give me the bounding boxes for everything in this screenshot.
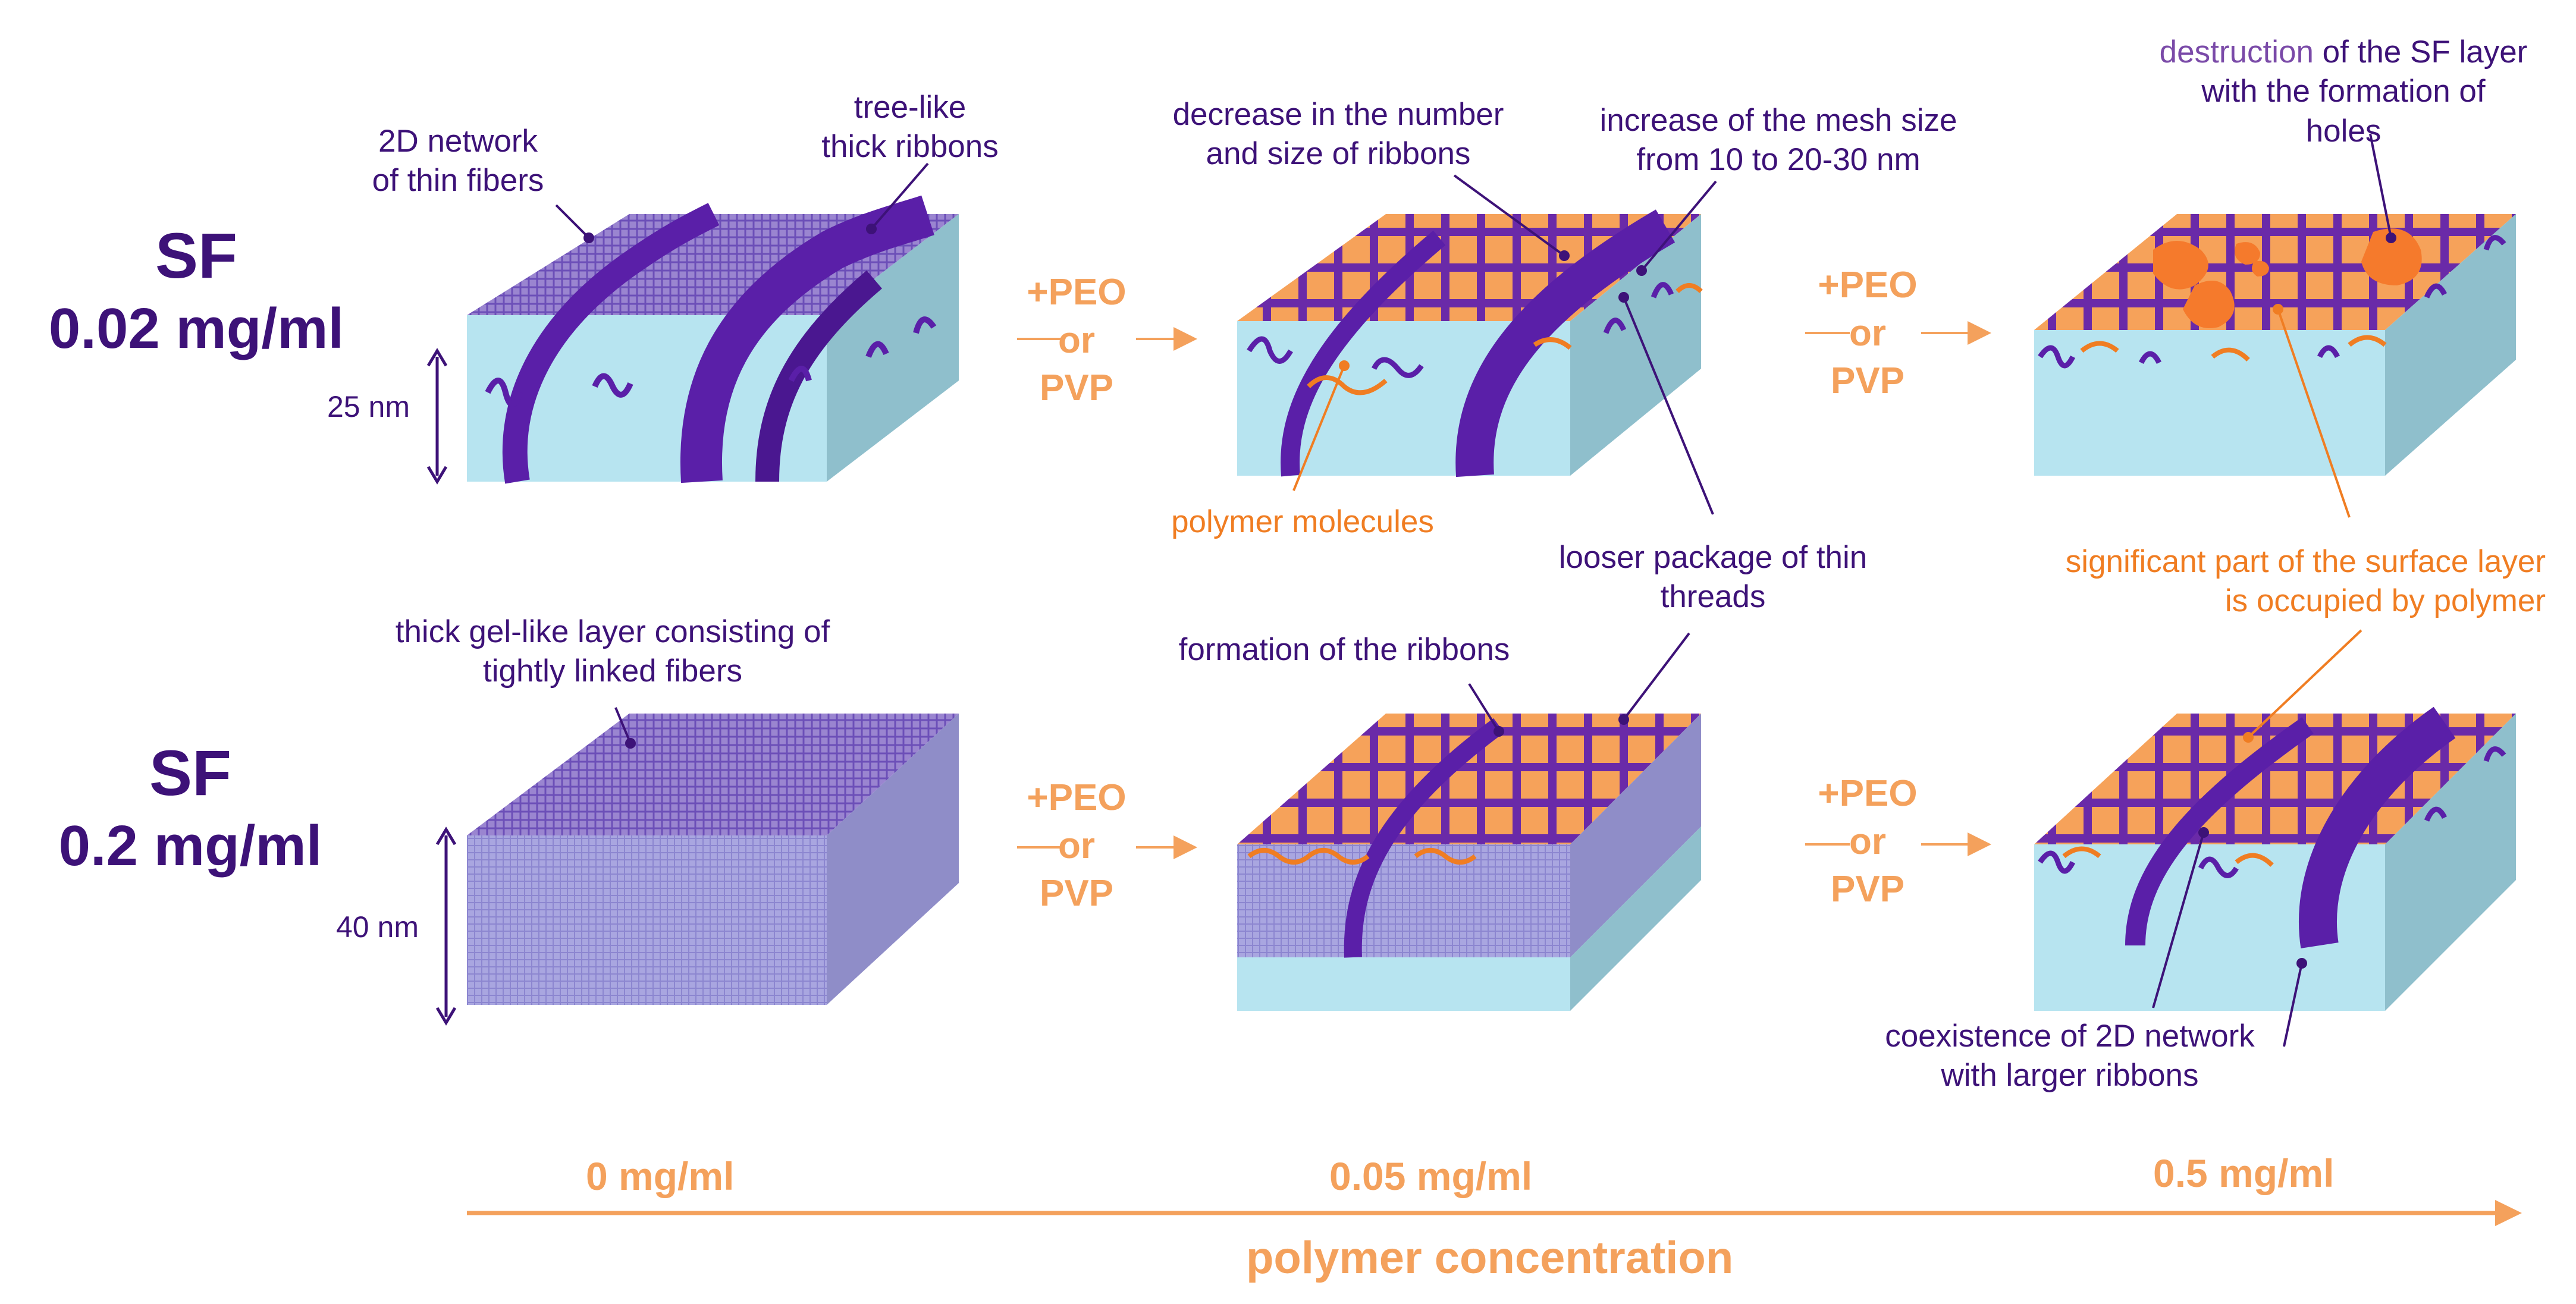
annotation-line: of thin fibers: [372, 163, 544, 199]
additive-line3: PVP: [1039, 367, 1114, 409]
destruction-word: destruction: [2159, 34, 2314, 70]
thickness-arrow-r1: [426, 348, 448, 485]
annotation-line: increase of the mesh size: [1599, 103, 1957, 138]
leader-lines: [555, 133, 2396, 1047]
annotation-gel-layer: thick gel-like layer consisting of tight…: [357, 612, 868, 692]
annotation-line: is occupied by polymer: [2224, 583, 2546, 619]
annotation-line: and size of ribbons: [1206, 136, 1471, 172]
annotation-mesh-size: increase of the mesh size from 10 to 20-…: [1570, 101, 1987, 180]
additive-label-r1-b: +PEO or PVP: [1814, 262, 1921, 406]
additive-line2: or: [1058, 319, 1095, 361]
destruction-tail: of the SF layer: [2313, 34, 2528, 70]
annotation-line: tree-like: [854, 90, 967, 125]
annotation-line: threads: [1660, 579, 1766, 615]
row-label-sf-0.02: SF 0.02 mg/ml: [12, 217, 381, 363]
annotation-polymer-molecules: polymer molecules: [1118, 502, 1487, 542]
thickness-label-25nm: 25 nm: [327, 390, 410, 423]
flow-arrows: [1017, 321, 1991, 859]
annotation-line: tightly linked fibers: [483, 653, 742, 689]
additive-label-r2-b: +PEO or PVP: [1814, 770, 1921, 914]
additive-line2: or: [1849, 821, 1886, 862]
annotation-line: coexistence of 2D network: [1885, 1019, 2255, 1054]
annotation-significant-part: significant part of the surface layer is…: [1981, 542, 2546, 621]
annotation-decrease-ribbons: decrease in the number and size of ribbo…: [1130, 95, 1546, 174]
annotation-looser-package: looser package of thin threads: [1523, 538, 1903, 617]
additive-line1: +PEO: [1818, 773, 1918, 814]
concentration-tick-0.05: 0.05 mg/ml: [1329, 1154, 1533, 1198]
row-label-line1: SF: [155, 219, 237, 291]
row-label-line2: 0.2 mg/ml: [58, 813, 322, 878]
annotation-formation-ribbons: formation of the ribbons: [1142, 630, 1546, 670]
additive-line2: or: [1058, 825, 1095, 866]
concentration-axis-title: polymer concentration: [1246, 1233, 1734, 1283]
block-r1-c2: [1237, 209, 1703, 477]
block-r2-c3: [2034, 706, 2516, 1011]
annotation-line: with larger ribbons: [1941, 1058, 2199, 1094]
annotation-line: holes: [2305, 113, 2382, 149]
annotation-tree-ribbons: tree-like thick ribbons: [779, 88, 1041, 167]
additive-label-r1-a: +PEO or PVP: [1023, 269, 1130, 413]
annotation-coexistence: coexistence of 2D network with larger ri…: [1868, 1017, 2272, 1096]
concentration-axis-arrowhead: [2495, 1200, 2522, 1226]
thickness-arrow-r2: [435, 827, 457, 1026]
block-r2-c1: [467, 714, 959, 1005]
row-label-sf-0.2: SF 0.2 mg/ml: [12, 734, 369, 880]
annotation-line: polymer molecules: [1171, 504, 1434, 539]
block-r1-c3: [2034, 214, 2516, 476]
additive-line3: PVP: [1039, 873, 1114, 915]
additive-line2: or: [1849, 312, 1886, 354]
concentration-tick-0: 0 mg/ml: [586, 1154, 735, 1198]
annotation-line: with the formation of: [2201, 74, 2486, 109]
row-label-line2: 0.02 mg/ml: [48, 296, 344, 360]
thickness-label-40nm: 40 nm: [336, 910, 419, 944]
annotation-2d-network: 2D network of thin fibers: [321, 122, 595, 201]
additive-line1: +PEO: [1027, 777, 1127, 818]
concentration-tick-0.5: 0.5 mg/ml: [2153, 1151, 2335, 1195]
annotation-line: from 10 to 20-30 nm: [1636, 142, 1921, 178]
annotation-line: decrease in the number: [1172, 97, 1504, 132]
annotation-destruction: destruction of the SF layer with the for…: [2117, 33, 2569, 151]
additive-label-r2-a: +PEO or PVP: [1023, 774, 1130, 918]
annotation-line: formation of the ribbons: [1178, 632, 1510, 667]
annotation-line: looser package of thin: [1558, 540, 1868, 575]
annotation-line: thick gel-like layer consisting of: [395, 614, 830, 649]
annotation-line: 2D network: [378, 124, 538, 159]
block-r1-c1: [467, 195, 959, 484]
annotation-line: thick ribbons: [821, 129, 999, 165]
row-label-line1: SF: [149, 737, 231, 809]
additive-line3: PVP: [1830, 360, 1905, 402]
additive-line3: PVP: [1830, 869, 1905, 910]
additive-line1: +PEO: [1818, 265, 1918, 306]
annotation-line: significant part of the surface layer: [2065, 544, 2546, 579]
annotation-line: destruction of the SF layer: [2117, 33, 2569, 72]
additive-line1: +PEO: [1027, 272, 1127, 313]
block-r2-c2: [1237, 714, 1701, 1011]
